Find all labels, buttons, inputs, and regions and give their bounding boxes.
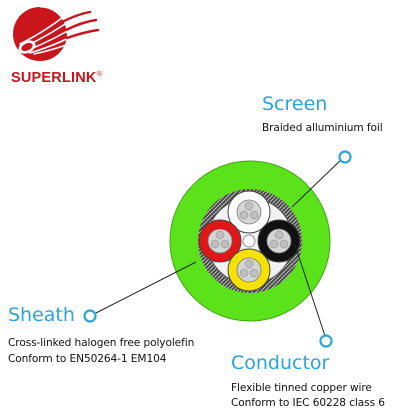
screen-title: Screen xyxy=(262,93,328,115)
core-red xyxy=(198,219,242,263)
brand-name: SUPERLINK® xyxy=(11,70,102,86)
superlink-logo-icon xyxy=(13,6,100,61)
core-black xyxy=(257,219,301,263)
callout-ring-icon xyxy=(83,309,97,323)
sheath-title: Sheath xyxy=(8,304,75,326)
sheath-description-line2: Conform to EN50264-1 EM104 xyxy=(8,353,167,365)
core-yellow xyxy=(227,248,271,292)
callout-ring-icon xyxy=(338,150,352,164)
core-white xyxy=(227,190,271,234)
conductor-leader-line xyxy=(294,244,327,340)
sheath-leader-line xyxy=(89,261,197,317)
callout-ring-icon xyxy=(319,334,333,348)
screen-leader-line xyxy=(291,156,345,208)
conductor-title: Conductor xyxy=(231,352,330,374)
sheath-description-line1: Cross-linked halogen free polyolefin xyxy=(8,337,195,349)
center-filler xyxy=(242,234,256,248)
conductor-description-line2: Conform to IEC 60228 class 6 xyxy=(231,397,385,409)
conductor-description-line1: Flexible tinned copper wire xyxy=(231,382,372,394)
screen-description: Braided alluminium foil xyxy=(262,122,383,134)
